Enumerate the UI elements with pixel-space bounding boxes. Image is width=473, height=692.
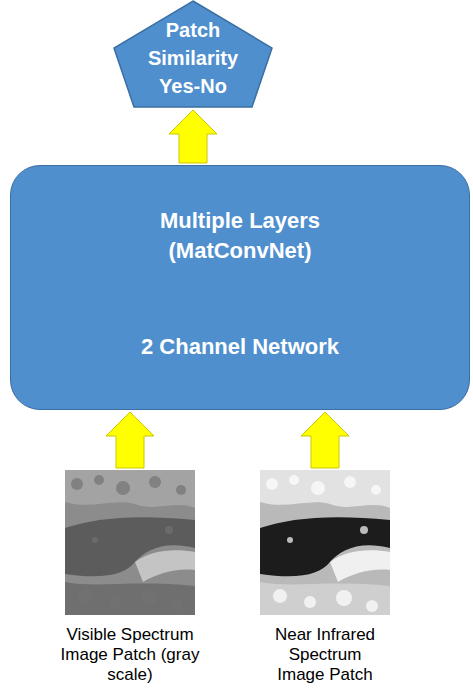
image-patch (65, 470, 195, 615)
network-box: Multiple Layers (MatConvNet) 2 Channel Ne… (10, 165, 470, 410)
output-pentagon: Patch Similarity Yes-No (113, 0, 273, 108)
output-label: Patch Similarity Yes-No (143, 16, 243, 100)
block-arrow (106, 412, 154, 468)
image-patch-node: Near Infrared Spectrum Image Patch (260, 470, 390, 685)
image-patch (260, 470, 390, 615)
patch-caption: Near Infrared Spectrum Image Patch (265, 625, 385, 685)
network-label: Multiple Layers (MatConvNet) (11, 206, 469, 266)
image-patch-node: Visible Spectrum Image Patch (gray scale… (65, 470, 195, 685)
patch-caption: Visible Spectrum Image Patch (gray scale… (55, 625, 205, 685)
block-arrow (169, 110, 217, 163)
network-label: 2 Channel Network (11, 332, 469, 362)
block-arrow (301, 412, 349, 468)
